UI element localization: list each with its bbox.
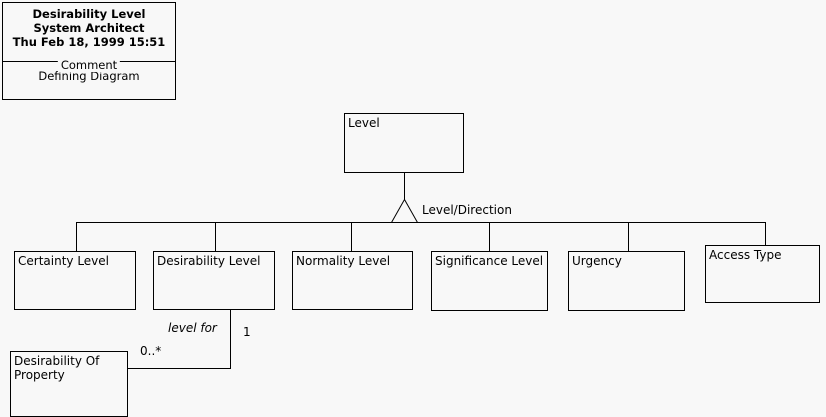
class-box-desirability-level[interactable]: Desirability Level [153,251,275,310]
class-name-urgency: Urgency [572,254,622,268]
association-line-horizontal [128,368,231,369]
generalization-stem [404,173,405,200]
drop-line-certainty-level [76,222,77,251]
class-name-desirability-of-property: Desirability Of Property [14,354,100,382]
drop-line-significance-level [489,222,490,251]
association-line-vertical [230,310,231,369]
class-name-significance-level: Significance Level [435,254,544,268]
header-separator-label: Comment [57,58,121,72]
class-name-certainty-level: Certainty Level [18,254,109,268]
generalization-label: Level/Direction [422,203,512,217]
class-name-access-type: Access Type [709,248,782,262]
generalization-bar [76,222,766,223]
class-box-significance-level[interactable]: Significance Level [431,251,548,311]
class-box-desirability-of-property[interactable]: Desirability Of Property [10,351,128,417]
drop-line-normality-level [351,222,352,251]
generalization-triangle-icon [391,199,419,223]
class-box-level[interactable]: Level [344,113,464,173]
class-box-urgency[interactable]: Urgency [568,251,685,311]
class-name-normality-level: Normality Level [296,254,391,268]
drop-line-access-type [765,222,766,245]
class-box-normality-level[interactable]: Normality Level [292,251,413,310]
drop-line-desirability-level [215,222,216,251]
header-title-line-2: System Architect [33,21,145,35]
diagram-header-box: Desirability Level System Architect Thu … [2,2,176,100]
association-role-label: level for [168,321,217,335]
class-name-desirability-level: Desirability Level [157,254,261,268]
header-comment-separator: Comment [3,54,175,72]
class-name-level: Level [348,116,380,130]
drop-line-urgency [628,222,629,251]
association-multiplicity-target: 1 [243,325,251,339]
association-multiplicity-source: 0..* [140,344,162,358]
header-comment-text: Defining Diagram [38,69,140,83]
header-title-line-1: Desirability Level [32,7,146,21]
class-box-certainty-level[interactable]: Certainty Level [14,251,136,310]
class-box-access-type[interactable]: Access Type [705,245,820,303]
header-timestamp: Thu Feb 18, 1999 15:51 [12,35,166,49]
